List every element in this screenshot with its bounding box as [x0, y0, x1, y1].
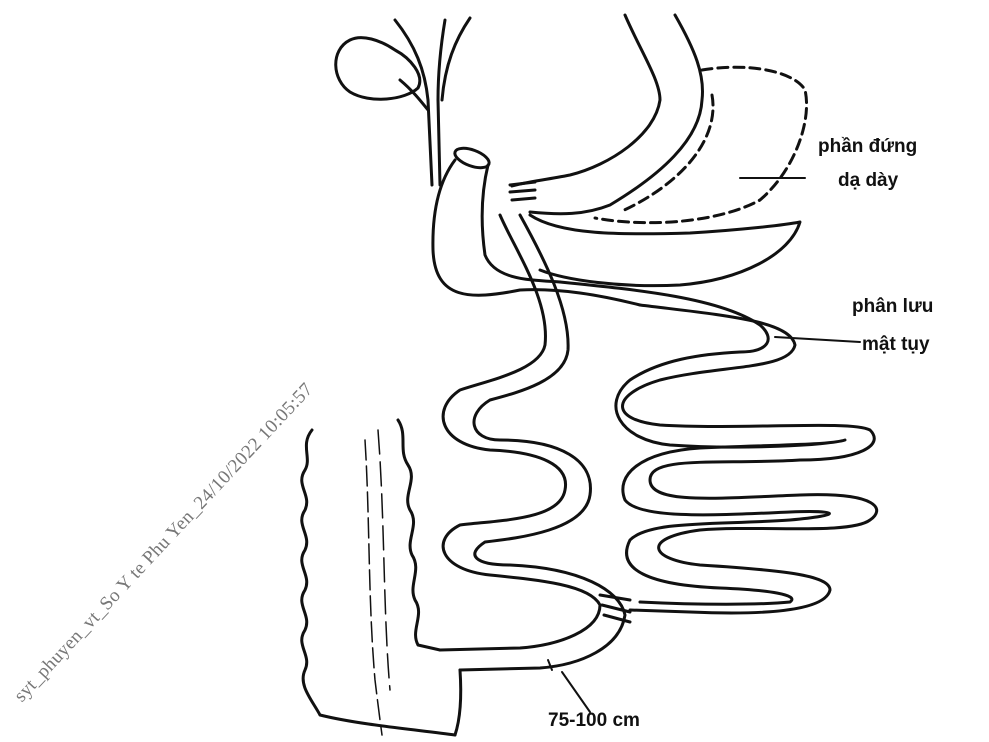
gallbladder — [336, 38, 420, 100]
bile-duct — [395, 20, 432, 185]
bilio-pointer — [775, 337, 860, 342]
length-label: 75-100 cm — [548, 710, 640, 732]
esophagus — [512, 15, 660, 186]
bilio-label-line2: mật tụy — [862, 334, 930, 356]
stomach-label-line2: dạ dày — [838, 170, 898, 192]
length-pointer — [562, 672, 590, 712]
bilio-label-line1: phân lưu — [852, 296, 933, 318]
stomach-label-line1: phần đứng — [818, 136, 917, 158]
colon — [302, 430, 455, 735]
